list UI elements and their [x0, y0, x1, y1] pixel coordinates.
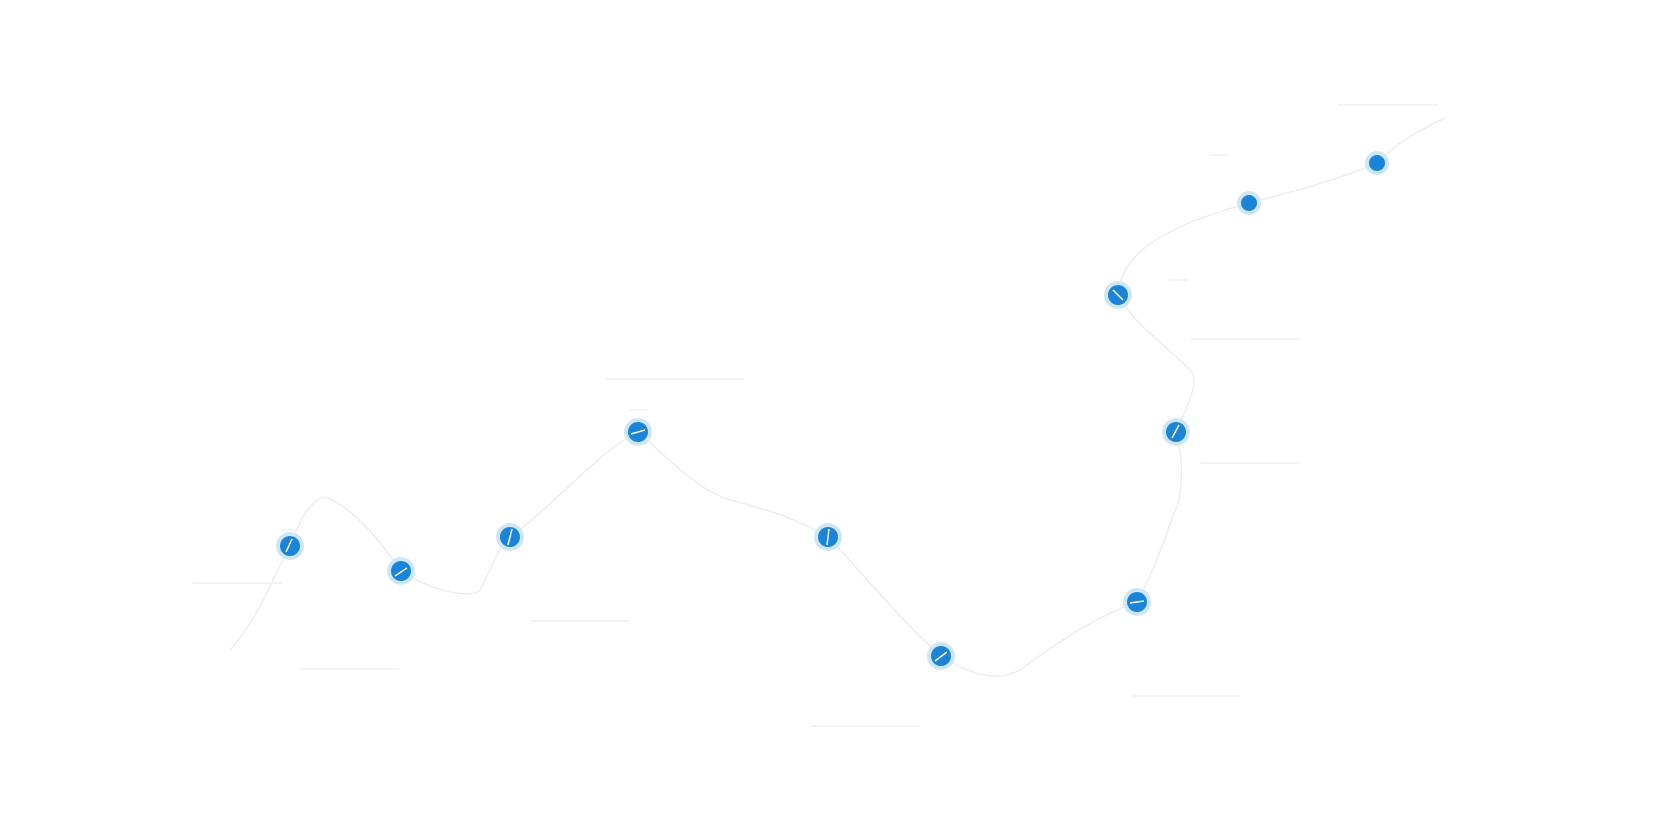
milestone-caption-line: [1130, 695, 1240, 697]
milestone-node[interactable]: [624, 418, 652, 446]
milestone-node[interactable]: [814, 523, 842, 551]
milestone-caption-line: [192, 582, 282, 584]
milestone-node[interactable]: [1237, 191, 1261, 215]
milestone-node[interactable]: [387, 557, 415, 585]
milestone-node[interactable]: [276, 532, 304, 560]
milestone-caption-line: [530, 620, 630, 622]
milestone-caption-line: [1190, 338, 1300, 340]
milestone-node[interactable]: [1123, 588, 1151, 616]
milestone-caption-line: [810, 725, 920, 727]
milestone-caption-line: [300, 668, 400, 670]
milestone-node[interactable]: [496, 523, 524, 551]
timeline-path: [229, 117, 1446, 678]
milestone-node[interactable]: [1365, 151, 1389, 175]
milestone-node[interactable]: [927, 642, 955, 670]
milestone-node[interactable]: [1162, 418, 1190, 446]
milestone-caption-line: [1338, 104, 1438, 106]
milestone-caption-line: [605, 378, 745, 380]
milestone-node[interactable]: [1104, 281, 1132, 309]
milestone-caption-line: [1200, 462, 1300, 464]
